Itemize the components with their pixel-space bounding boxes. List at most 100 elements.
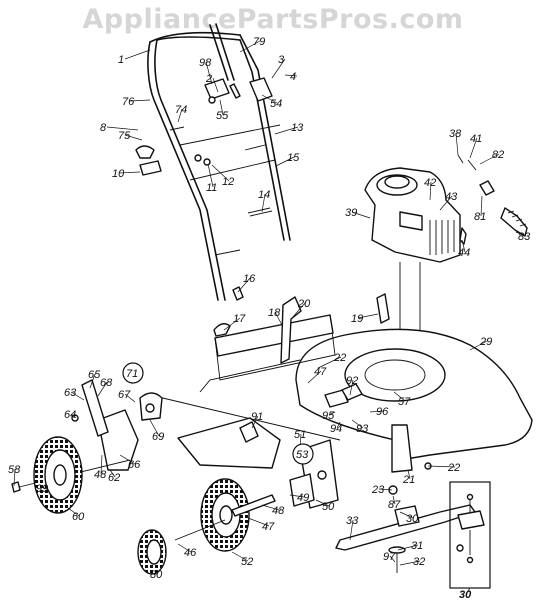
leader-line — [369, 410, 384, 413]
part-number-label: 65 — [88, 369, 101, 381]
leader-line — [328, 411, 336, 416]
part-number-label: 23 — [371, 484, 385, 496]
part-number-label: 69 — [152, 431, 164, 443]
leader-line — [124, 49, 151, 60]
leader-line — [336, 421, 341, 429]
leader-line — [261, 94, 278, 104]
part-number-label: 96 — [376, 406, 389, 418]
leader-line — [479, 153, 500, 165]
part-number-label: 87 — [388, 499, 401, 511]
part-number-label: 44 — [458, 247, 470, 259]
leader-line — [399, 511, 414, 519]
part-number-label: 54 — [270, 98, 282, 110]
leader-line — [223, 317, 241, 331]
leader-line — [124, 393, 136, 403]
part-number-label: 51 — [294, 429, 306, 441]
part-number-label: 8 — [100, 122, 107, 134]
leader-line — [128, 99, 151, 102]
leader-line — [397, 544, 419, 551]
leader-line — [455, 132, 459, 156]
part-number-label: 71 — [126, 368, 138, 380]
part-number-label: 80 — [150, 569, 163, 581]
part-number-label: 21 — [402, 474, 415, 486]
leader-line — [261, 504, 280, 511]
leader-line — [70, 413, 77, 419]
leader-line — [149, 419, 160, 437]
leader-line — [317, 356, 342, 369]
part-number-label: 17 — [233, 313, 246, 325]
leader-line — [219, 99, 224, 116]
part-number-label: 39 — [345, 207, 357, 219]
part-number-label: 31 — [411, 540, 423, 552]
part-number-label: 38 — [449, 128, 462, 140]
part-number-label: 2 — [205, 73, 212, 85]
callout-circle — [292, 443, 314, 465]
leader-line — [515, 231, 526, 237]
part-number-label: 57 — [398, 396, 411, 408]
leader-line — [357, 313, 379, 319]
blade-adapter-inset — [449, 481, 491, 589]
leader-line — [465, 587, 471, 595]
part-number-label: 43 — [445, 191, 458, 203]
part-number-label: 18 — [268, 307, 281, 319]
part-number-label: 98 — [199, 57, 212, 69]
leader-line — [237, 277, 251, 293]
leader-line — [284, 74, 298, 77]
leader-line — [239, 40, 261, 53]
part-number-label: 16 — [243, 273, 256, 285]
part-number-label: 30 — [459, 589, 472, 600]
part-number-label: 22 — [447, 462, 460, 474]
part-number-label: 99 — [36, 483, 48, 495]
leader-line — [106, 126, 139, 131]
part-number-label: 91 — [251, 411, 263, 423]
leader-line — [307, 370, 322, 384]
leader-line — [271, 58, 286, 79]
leader-line — [231, 551, 249, 562]
leader-line — [399, 560, 421, 566]
leader-line — [407, 469, 411, 480]
part-number-label: 95 — [322, 410, 335, 422]
part-number-label: 30 — [406, 513, 419, 525]
part-number-label: 74 — [175, 104, 187, 116]
part-number-label: 83 — [518, 231, 531, 243]
leader-line — [291, 302, 306, 319]
leader-line — [100, 454, 103, 475]
leader-line — [480, 195, 483, 217]
leader-line — [393, 391, 406, 402]
part-number-label: 55 — [216, 110, 229, 122]
leader-line — [207, 163, 214, 188]
part-number-label: 82 — [492, 149, 504, 161]
part-number-label: 46 — [184, 547, 197, 559]
leader-line — [261, 193, 266, 213]
part-number-label: 41 — [470, 133, 482, 145]
part-number-label: 1 — [118, 54, 124, 66]
leader-line — [67, 507, 80, 517]
part-number-label: 29 — [479, 336, 492, 348]
leader-line — [177, 543, 192, 553]
part-number-label: 79 — [253, 36, 265, 48]
part-number-label: 81 — [474, 211, 486, 223]
leader-line — [275, 156, 295, 167]
leader-line — [439, 195, 453, 211]
leader-line — [378, 488, 393, 491]
part-number-label: 76 — [122, 96, 135, 108]
part-number-label: 22 — [333, 352, 346, 364]
part-number-label: 63 — [64, 387, 77, 399]
callout-circle — [122, 362, 144, 384]
leader-line — [119, 454, 136, 465]
mower-deck — [149, 293, 533, 473]
leader-line — [427, 465, 456, 468]
leader-line — [212, 77, 219, 93]
part-number-label: 3 — [278, 54, 285, 66]
leader-line — [351, 211, 371, 219]
part-number-label: 62 — [108, 472, 120, 484]
leader-line — [274, 126, 299, 135]
part-number-label: 13 — [291, 122, 304, 134]
part-number-label: 42 — [424, 177, 436, 189]
leader-line — [109, 469, 116, 478]
leader-line — [469, 137, 478, 159]
part-number-label: 94 — [330, 423, 342, 435]
part-number-label: 48 — [272, 505, 285, 517]
